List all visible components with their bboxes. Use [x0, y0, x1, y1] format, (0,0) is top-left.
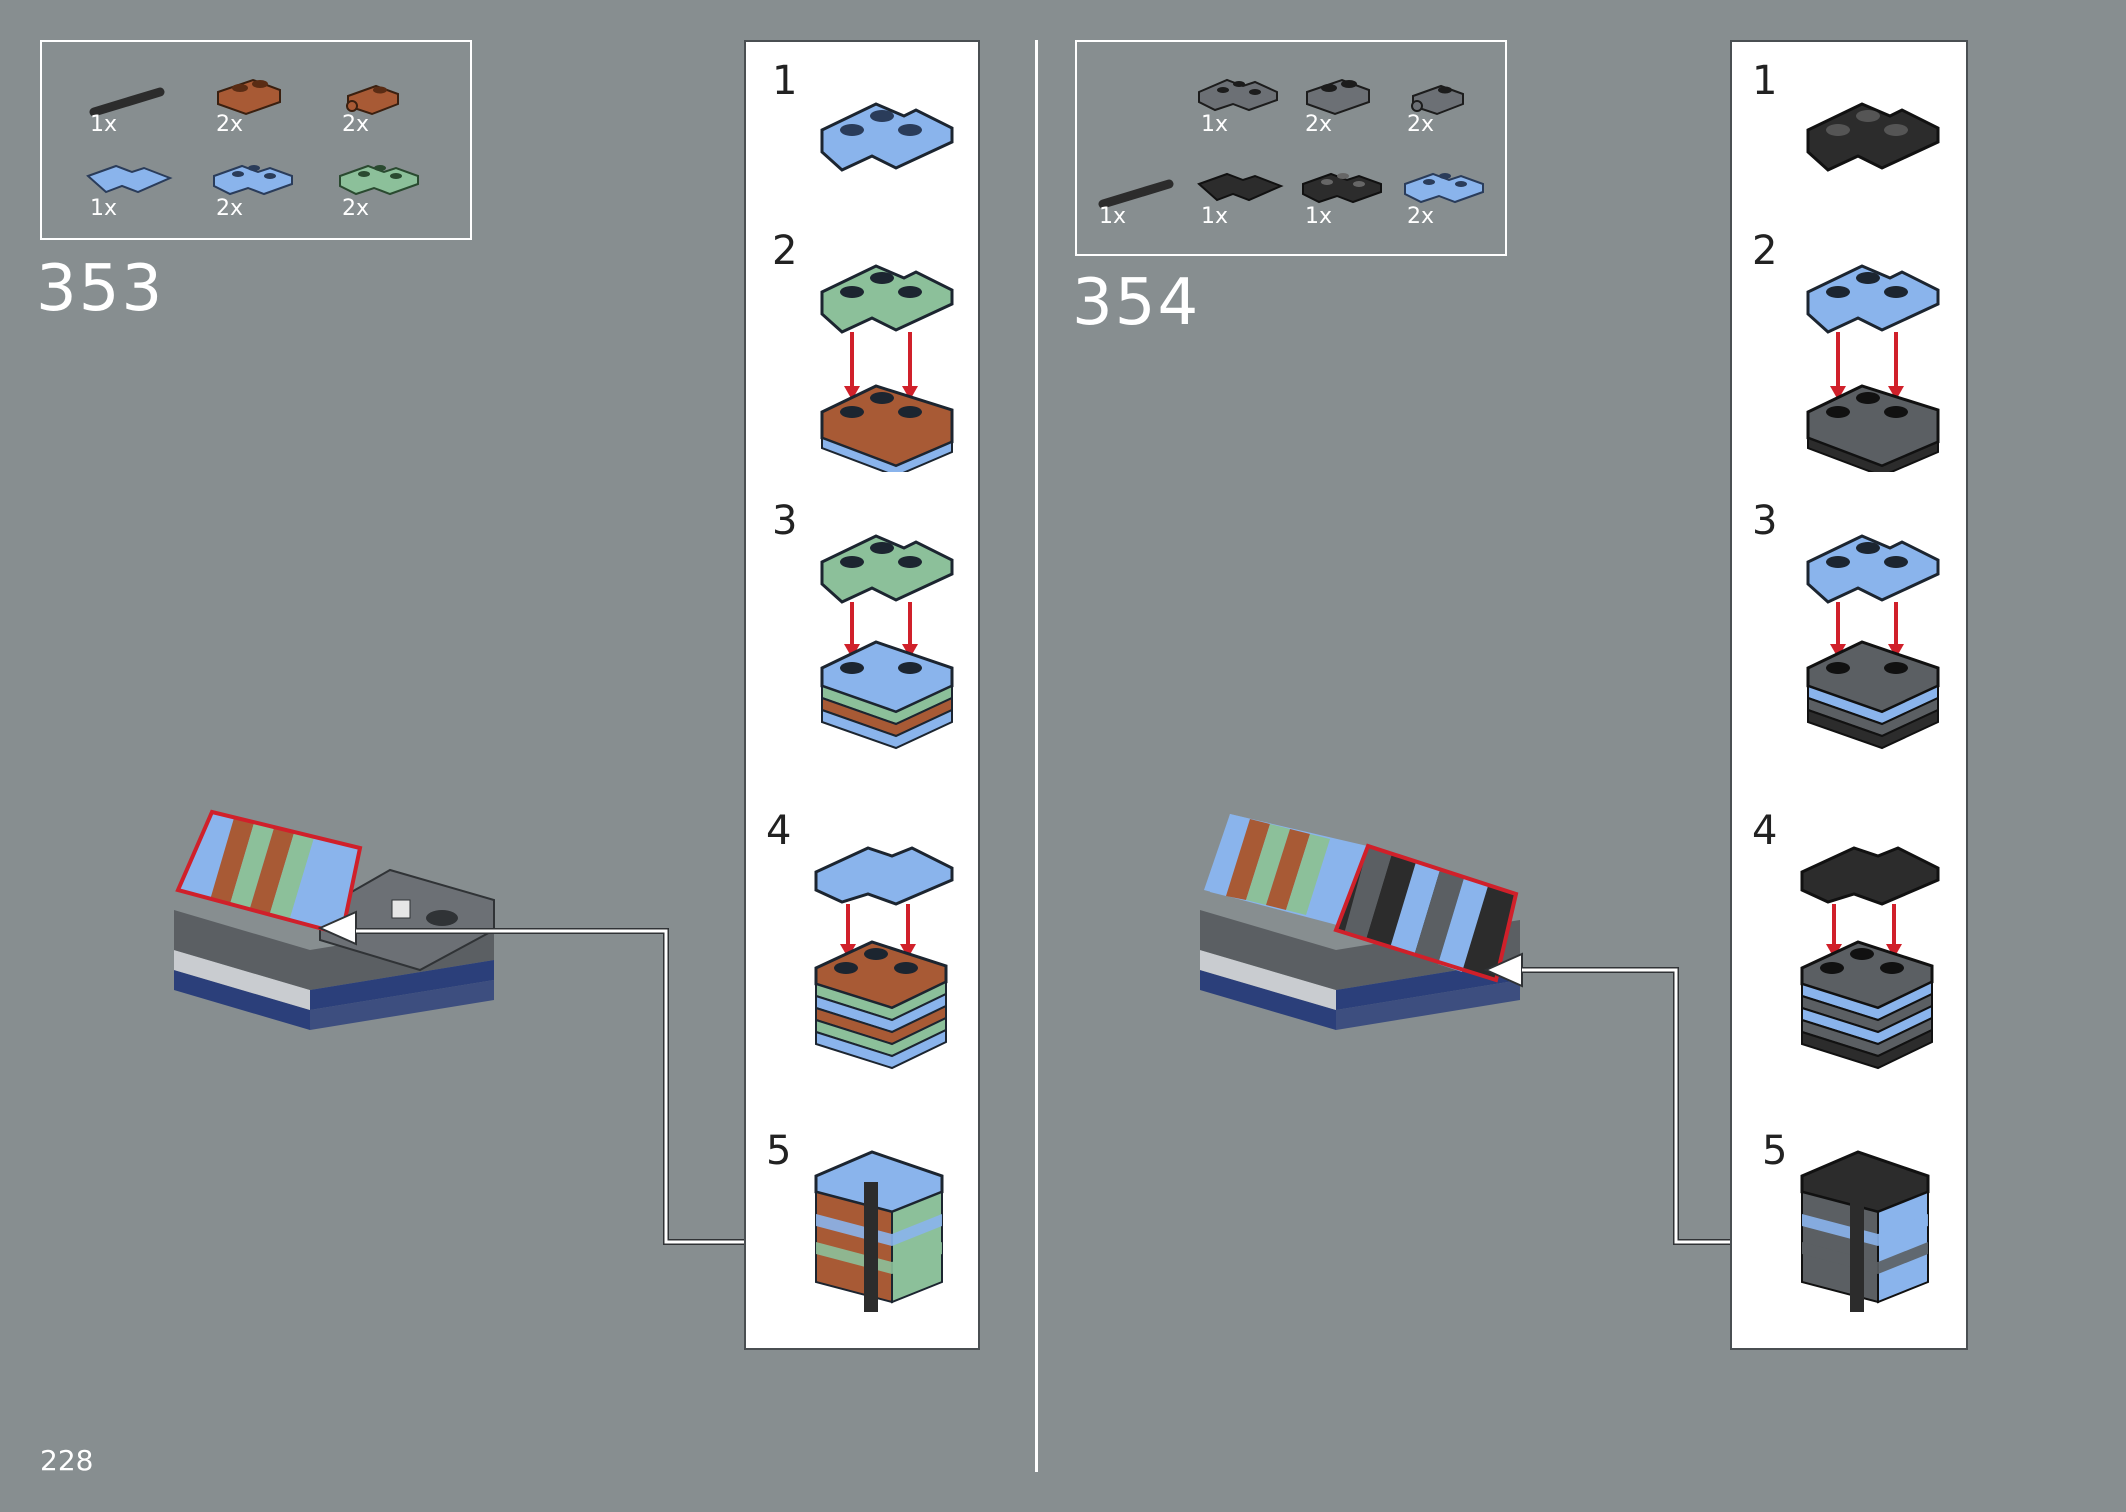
black-corner-plate-icon	[1806, 102, 1940, 172]
black-bar-icon	[1098, 179, 1174, 209]
part-qty: 1x	[1099, 204, 1127, 229]
substep-3: 3	[746, 482, 954, 782]
substep-1: 1	[1732, 42, 1940, 202]
substep-1: 1	[746, 42, 954, 202]
substep-number: 2	[772, 228, 798, 274]
part-qty: 1x	[90, 112, 118, 137]
step-number-353: 353	[36, 252, 165, 326]
substep-4: 4	[746, 792, 954, 1122]
part-qty: 1x	[90, 196, 118, 221]
substep-number: 3	[772, 498, 798, 544]
blue-corner-tile-icon	[86, 164, 173, 194]
substep-2: 2	[746, 212, 954, 482]
substep-4: 4	[1732, 792, 1940, 1122]
part-dark-corner-plate: 1x	[1193, 62, 1303, 142]
part-black-corner-tile: 1x	[1193, 154, 1303, 234]
page-number: 228	[40, 1444, 94, 1477]
substep-number: 1	[772, 58, 798, 104]
substep-5: 5	[746, 1122, 946, 1342]
parts-list-354: 1x 2x 2x 1x 1x 1x	[1075, 40, 1507, 256]
highlighted-submodel	[1333, 843, 1519, 983]
assembly-image	[1800, 846, 1940, 1070]
part-blue-corner-plate: 2x	[208, 146, 318, 226]
brown-plate-icon	[217, 78, 281, 116]
part-qty: 2x	[342, 112, 370, 137]
substep-number: 5	[1762, 1128, 1788, 1174]
black-corner-plate-icon	[1302, 172, 1382, 204]
page-divider	[1035, 40, 1038, 1472]
model-353	[174, 809, 495, 1030]
black-bar-icon	[89, 87, 165, 117]
sub-assembly-panel-354: 1 2 3 4	[1730, 40, 1968, 1350]
part-dark-plate: 2x	[1297, 62, 1407, 142]
substep-number: 4	[766, 808, 792, 854]
assembly-image	[814, 846, 954, 1070]
dark-corner-plate-icon	[1198, 78, 1278, 112]
assembly-image	[1806, 264, 1940, 472]
dark-plate-icon	[1306, 78, 1370, 116]
part-qty: 1x	[1305, 204, 1333, 229]
part-dark-clip-plate: 2x	[1399, 62, 1509, 142]
part-brown-plate: 2x	[208, 62, 318, 142]
blue-corner-plate-icon	[1404, 172, 1484, 204]
part-qty: 2x	[216, 112, 244, 137]
substep-number: 1	[1752, 58, 1778, 104]
dark-clip-plate-icon	[1411, 84, 1464, 116]
highlighted-submodel	[175, 809, 363, 937]
part-qty: 2x	[342, 196, 370, 221]
substep-number: 4	[1752, 808, 1778, 854]
step-number-354: 354	[1072, 266, 1201, 340]
substep-3: 3	[1732, 482, 1940, 782]
assembly-image	[1806, 534, 1940, 750]
blue-corner-plate-icon	[820, 102, 954, 172]
part-black-bar: 1x	[82, 62, 192, 142]
parts-list-353: 1x 2x 2x 1x 2x 2x	[40, 40, 472, 240]
substep-2: 2	[1732, 212, 1940, 482]
sub-assembly-panel-353: 1 2 3	[744, 40, 980, 1350]
part-black-bar: 1x	[1091, 154, 1201, 234]
assembly-image	[814, 1150, 944, 1312]
part-blue-corner-plate: 2x	[1399, 154, 1509, 234]
substep-number: 2	[1752, 228, 1778, 274]
substep-number: 3	[1752, 498, 1778, 544]
brown-clip-plate-icon	[346, 84, 399, 116]
blue-corner-plate-icon	[213, 164, 293, 196]
part-qty: 1x	[1201, 112, 1229, 137]
part-brown-clip-plate: 2x	[334, 62, 444, 142]
model-354	[1200, 814, 1523, 1030]
substep-number: 5	[766, 1128, 792, 1174]
black-corner-tile-icon	[1197, 172, 1284, 202]
substep-5: 5	[1732, 1122, 1932, 1342]
part-qty: 2x	[1407, 112, 1435, 137]
part-green-corner-plate: 2x	[334, 146, 444, 226]
part-qty: 2x	[1407, 204, 1435, 229]
green-corner-plate-icon	[339, 164, 419, 196]
part-qty: 2x	[1305, 112, 1333, 137]
assembly-image	[820, 534, 954, 750]
part-blue-corner-tile: 1x	[82, 146, 192, 226]
assembly-image	[1800, 1150, 1930, 1312]
part-black-corner-plate: 1x	[1297, 154, 1407, 234]
assembly-image	[820, 264, 954, 472]
part-qty: 2x	[216, 196, 244, 221]
part-qty: 1x	[1201, 204, 1229, 229]
